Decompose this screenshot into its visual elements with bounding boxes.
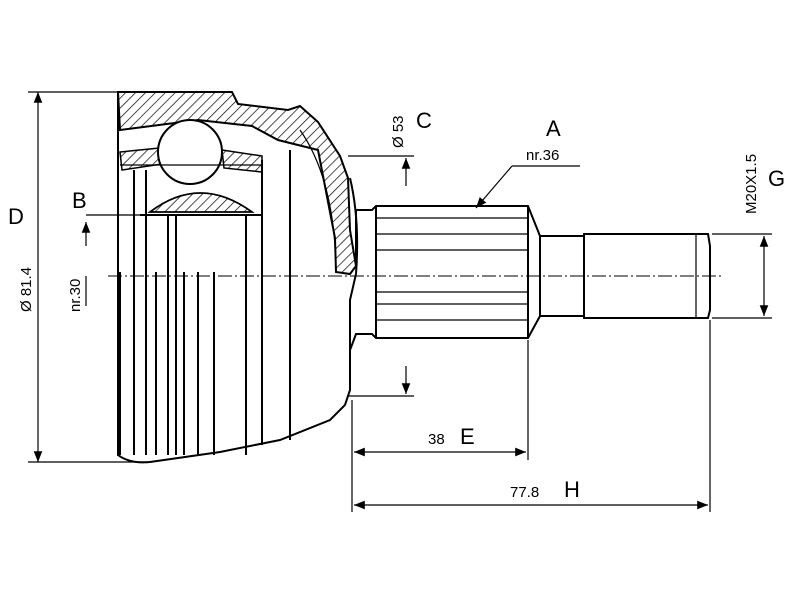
dimension-g-value: M20X1.5 xyxy=(743,154,760,214)
dimension-b: nr.30 B xyxy=(67,188,140,312)
dimension-d-value: Ø 81.4 xyxy=(18,267,35,312)
splined-shaft xyxy=(349,205,711,351)
dimension-c-value: Ø 53 xyxy=(390,115,407,148)
inner-race xyxy=(119,119,263,216)
label-g: G xyxy=(768,166,785,191)
dimension-h-value: 77.8 xyxy=(510,484,539,501)
callout-a-value: nr.36 xyxy=(526,147,559,164)
label-e: E xyxy=(460,424,475,449)
label-b: B xyxy=(72,188,87,213)
dimension-e: 38 E xyxy=(351,340,529,512)
dimension-g: M20X1.5 G xyxy=(712,154,785,319)
dimension-d: Ø 81.4 D xyxy=(8,91,150,463)
callout-a: nr.36 A xyxy=(475,116,580,209)
label-a: A xyxy=(546,116,561,141)
dimension-c: Ø 53 C xyxy=(348,108,432,397)
dimension-e-value: 38 xyxy=(428,431,445,448)
cage-hatch-right xyxy=(221,149,263,173)
housing-section-hatch xyxy=(116,91,358,276)
label-d: D xyxy=(8,204,24,229)
joint-housing xyxy=(116,91,359,464)
inner-race-hatch xyxy=(147,192,255,213)
dimension-h: 77.8 H xyxy=(354,320,711,512)
label-c: C xyxy=(416,108,432,133)
cage-hatch-left xyxy=(119,147,163,171)
label-h: H xyxy=(564,477,580,502)
ball xyxy=(157,119,223,185)
dimension-b-value: nr.30 xyxy=(67,279,84,312)
